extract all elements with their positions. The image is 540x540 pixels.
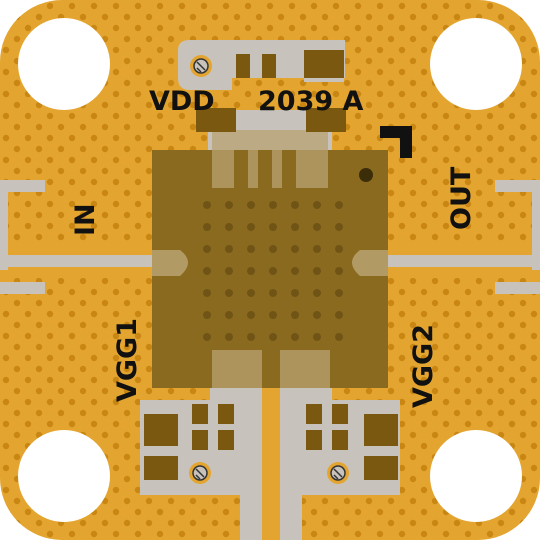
chip-die xyxy=(152,130,388,388)
label-vgg2: VGG2 xyxy=(408,324,439,408)
mounting-holes xyxy=(18,18,522,522)
mounting-hole-icon xyxy=(18,18,110,110)
capacitor-top-left-pad xyxy=(196,108,236,132)
mounting-hole-icon xyxy=(18,430,110,522)
label-out: OUT xyxy=(446,166,477,230)
smd-components xyxy=(144,50,398,480)
capacitor-vgg1-large xyxy=(144,414,178,480)
vias xyxy=(189,55,349,484)
capacitor-top-small xyxy=(236,54,276,78)
mounting-hole-icon xyxy=(430,430,522,522)
via-icon xyxy=(189,462,211,484)
pin1-dot xyxy=(359,168,373,182)
label-vgg1: VGG1 xyxy=(112,318,143,402)
corner-bracket-icon xyxy=(380,126,412,158)
via-icon xyxy=(190,55,212,77)
capacitor-top-large xyxy=(304,50,344,82)
label-in: IN xyxy=(70,203,101,236)
capacitor-vgg1-stack xyxy=(192,404,234,450)
label-vdd: VDD xyxy=(149,86,215,117)
capacitor-vgg2-stack xyxy=(306,404,348,450)
capacitor-vgg2-large xyxy=(364,414,398,480)
label-part-number: 2039 A xyxy=(258,86,364,117)
mounting-hole-icon xyxy=(430,18,522,110)
capacitor-top-right-pad xyxy=(306,108,346,132)
via-icon xyxy=(327,462,349,484)
